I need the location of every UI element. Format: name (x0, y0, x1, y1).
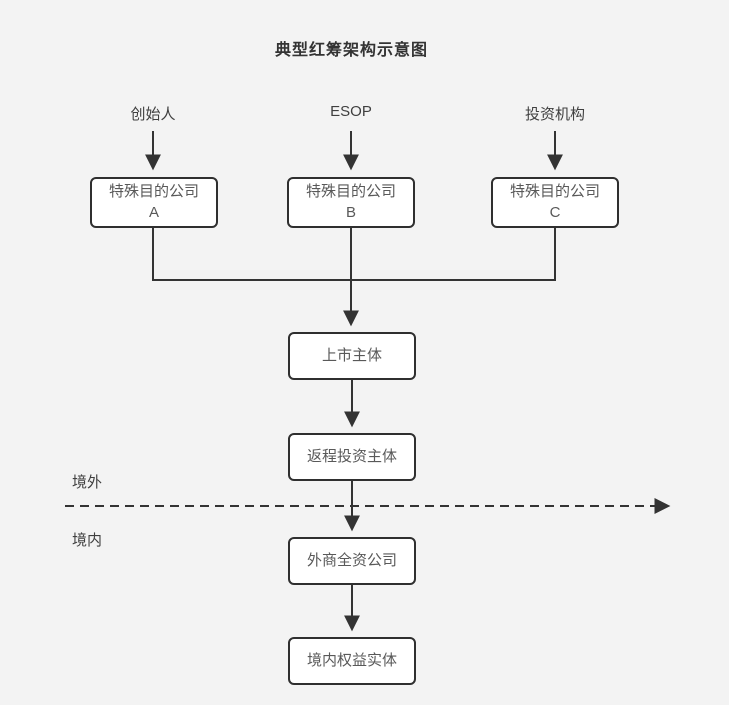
node-listing-entity-label: 上市主体 (321, 346, 382, 364)
node-domestic-equity-entity: 境内权益实体 (288, 637, 416, 685)
tree-connector-spvs (152, 228, 556, 281)
node-spv-c-line1: 特殊目的公司 (509, 183, 600, 201)
node-wfoe: 外商全资公司 (288, 537, 416, 585)
node-spv-b-line2: B (345, 203, 356, 221)
diagram-title: 典型红筹架构示意图 (274, 42, 428, 59)
source-label-esop: ESOP (330, 103, 372, 120)
node-return-investment-entity: 返程投资主体 (288, 433, 416, 481)
node-wfoe-label: 外商全资公司 (306, 551, 397, 569)
region-label-onshore: 境内 (72, 532, 103, 549)
source-label-investor: 投资机构 (524, 106, 586, 123)
node-spv-a: 特殊目的公司 A (90, 177, 218, 228)
node-domestic-equity-entity-label: 境内权益实体 (306, 651, 397, 669)
source-label-founder: 创始人 (130, 106, 176, 123)
node-spv-b: 特殊目的公司 B (287, 177, 415, 228)
node-spv-c-line2: C (549, 203, 561, 221)
region-label-offshore: 境外 (72, 474, 103, 491)
node-spv-a-line1: 特殊目的公司 (108, 183, 199, 201)
node-spv-c: 特殊目的公司 C (491, 177, 619, 228)
node-return-investment-entity-label: 返程投资主体 (306, 447, 397, 465)
node-spv-a-line2: A (148, 203, 159, 221)
node-listing-entity: 上市主体 (288, 332, 416, 380)
node-spv-b-line1: 特殊目的公司 (305, 183, 396, 201)
